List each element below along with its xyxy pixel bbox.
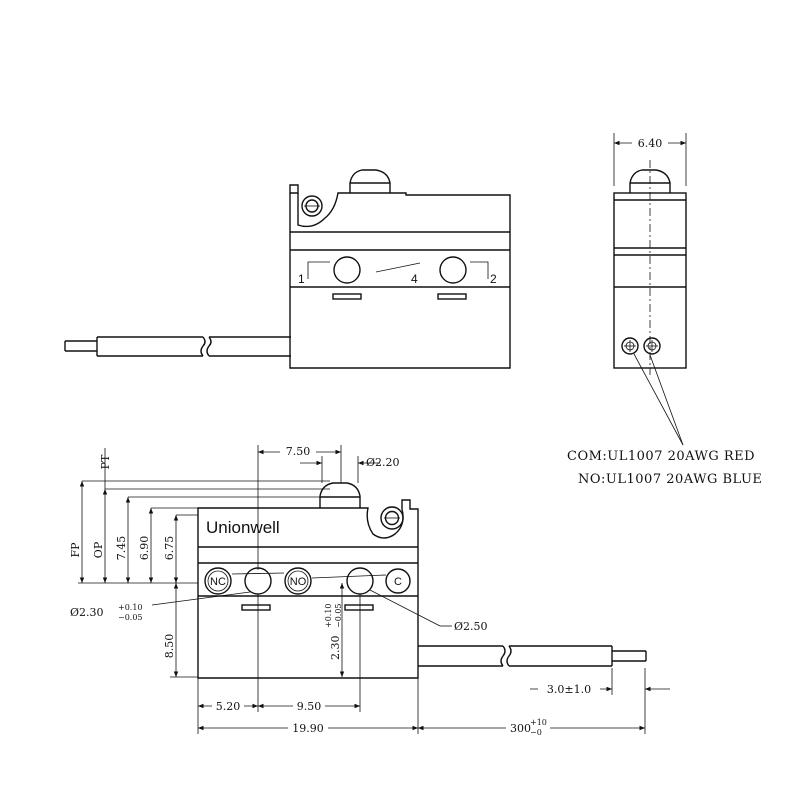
- front-hole-left: [244, 567, 272, 595]
- terminal-nc: NC: [204, 567, 232, 595]
- dim-5-20: 5.20: [216, 700, 241, 713]
- dim-6-90: 6.90: [138, 536, 151, 561]
- pin-label-4: 4: [411, 272, 418, 286]
- terminal-c: C: [385, 568, 411, 594]
- dim-6-75: 6.75: [163, 536, 176, 561]
- top-view: 1 4 2: [64, 169, 511, 369]
- brand-label: Unionwell: [206, 518, 280, 537]
- terminal-no: NO: [284, 567, 312, 595]
- dim-dia-2-20: Ø2.20: [366, 456, 400, 469]
- dim-pt: PT: [99, 454, 112, 469]
- dim-9-50: 9.50: [297, 700, 322, 713]
- dim-width-side: 6.40: [638, 137, 663, 150]
- vertical-dimensions: PT FP OP 7.45 6.90 6.75 8.50: [69, 448, 330, 678]
- front-view-cable: [418, 645, 647, 667]
- svg-text:−0.05: −0.05: [118, 613, 143, 622]
- note-com-wire: COM:UL1007 20AWG RED: [567, 449, 755, 464]
- pin-label-2: 2: [490, 272, 497, 286]
- top-view-hole-right: [439, 256, 467, 284]
- side-view: 6.40: [613, 133, 687, 446]
- bottom-dimensions: 5.20 9.50 19.90 300 +10 −0 3.0±1.0: [197, 594, 670, 737]
- hole-callouts: Ø2.30 +0.10 −0.05 Ø2.50 2.30 +0.10 −0.05: [70, 583, 488, 677]
- svg-text:C: C: [394, 576, 402, 588]
- dim-strip-length: 3.0±1.0: [547, 683, 591, 696]
- svg-text:−0.05: −0.05: [334, 603, 343, 628]
- top-view-cable: [64, 336, 291, 357]
- svg-text:+10: +10: [530, 718, 547, 727]
- front-view: Unionwell NC NO C: [69, 444, 670, 737]
- dim-dia-2-50: Ø2.50: [454, 620, 488, 633]
- svg-text:−0: −0: [530, 728, 542, 737]
- dim-2-30-vert: 2.30: [329, 636, 342, 661]
- svg-text:+0.10: +0.10: [118, 603, 143, 612]
- top-view-body: 1 4 2: [289, 169, 511, 369]
- dim-fp: FP: [69, 542, 82, 558]
- dim-dia-2-30: Ø2.30: [70, 606, 104, 619]
- top-dimensions: 7.50 Ø2.20: [257, 444, 400, 570]
- note-no-wire: NO:UL1007 20AWG BLUE: [578, 472, 762, 487]
- dim-8-50: 8.50: [163, 634, 176, 659]
- side-view-wire-no: [643, 337, 661, 355]
- top-view-hole-left: [333, 256, 361, 284]
- dim-7-45: 7.45: [115, 536, 128, 561]
- side-view-wire-com: [621, 337, 639, 355]
- dim-19-90: 19.90: [292, 722, 324, 735]
- pin-label-1: 1: [298, 272, 305, 286]
- svg-text:NO: NO: [290, 576, 307, 588]
- svg-text:+0.10: +0.10: [324, 603, 333, 628]
- dim-wire-length: 300: [510, 722, 531, 735]
- dim-7-50: 7.50: [286, 445, 311, 458]
- front-hole-right: [346, 567, 374, 595]
- wire-notes: COM:UL1007 20AWG RED NO:UL1007 20AWG BLU…: [567, 449, 762, 487]
- dim-op: OP: [92, 541, 105, 558]
- svg-text:NC: NC: [210, 576, 226, 588]
